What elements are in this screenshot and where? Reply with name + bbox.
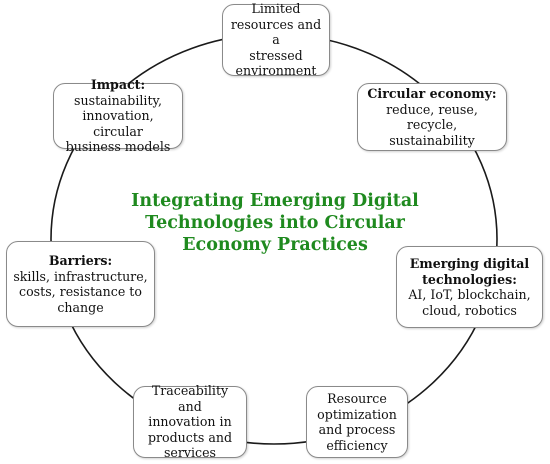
node-body: skills, infrastructure, costs, resistanc… [13,268,148,315]
node-title: Barriers: [48,253,113,268]
node-body: Traceability and innovation in products … [147,383,233,461]
node-circular-economy: Circular economy: reduce, reuse, recycle… [357,83,507,151]
node-body: sustainability, innovation, circular bus… [65,92,171,155]
diagram-title: Integrating Emerging Digital Technologie… [131,191,419,255]
node-traceability-innovation: Traceability and innovation in products … [133,383,247,461]
node-body: AI, IoT, blockchain, cloud, robotics [408,287,531,318]
node-title: Impact: [90,77,146,93]
node-limited-resources: Limited resources and a stressed environ… [222,1,330,79]
node-barriers: Barriers: skills, infrastructure, costs,… [6,241,155,327]
node-body: Limited resources and a stressed environ… [230,1,322,79]
node-impact: Impact: sustainability, innovation, circ… [53,77,183,154]
node-body: Resource optimization and process effici… [317,391,397,453]
node-resource-optimization: Resource optimization and process effici… [306,386,408,458]
node-body: reduce, reuse, recycle, sustainability [386,101,478,148]
node-emerging-digital-technologies: Emerging digital technologies: AI, IoT, … [396,246,543,328]
node-title: Emerging digital technologies: [409,256,530,287]
node-title: Circular economy: [367,86,497,101]
